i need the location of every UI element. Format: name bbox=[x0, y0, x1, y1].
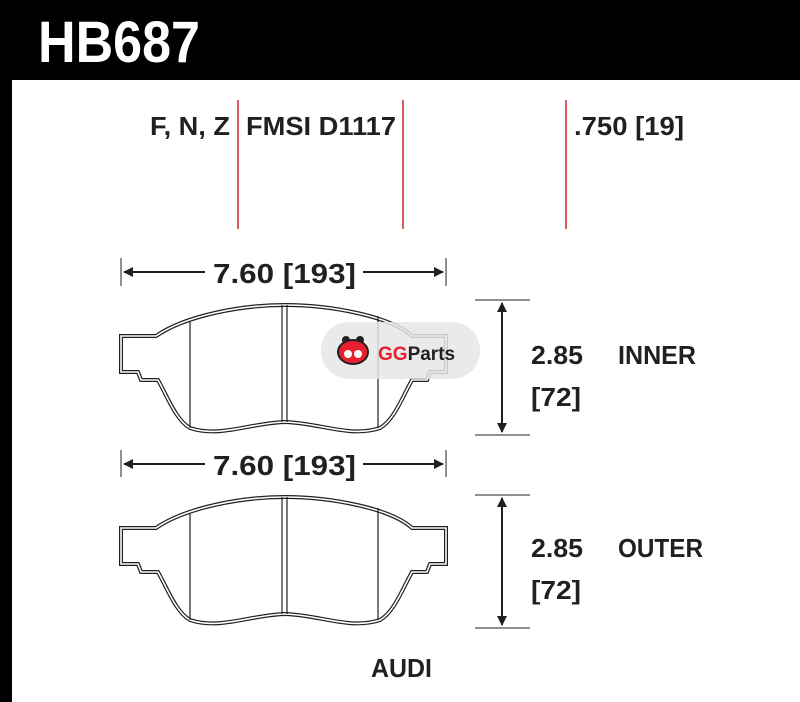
compound-codes: F, N, Z bbox=[150, 111, 230, 141]
right-border bbox=[798, 0, 800, 80]
fmsi-number: FMSI D1117 bbox=[246, 111, 396, 141]
ggparts-watermark: GGParts bbox=[321, 322, 480, 379]
spec-divider-lines bbox=[237, 100, 567, 229]
outer-width-label: 7.60 [193] bbox=[213, 450, 356, 481]
pad-thickness: .750 [19] bbox=[574, 111, 684, 141]
outer-height-in: 2.85 bbox=[531, 533, 583, 563]
outer-label: OUTER bbox=[618, 533, 703, 563]
inner-width-label: 7.60 [193] bbox=[213, 258, 356, 289]
vehicle-make: AUDI bbox=[371, 653, 432, 683]
inner-label: INNER bbox=[618, 340, 696, 370]
watermark-brand: GGParts bbox=[378, 344, 455, 365]
left-border bbox=[0, 0, 12, 702]
part-number-title: HB687 bbox=[38, 10, 200, 75]
inner-height-mm: [72] bbox=[531, 382, 581, 412]
header-bar bbox=[0, 0, 800, 80]
inner-pad-group: 7.60 [193] 2.85 [72] INNER bbox=[119, 258, 696, 436]
outer-pad-outline bbox=[119, 495, 448, 626]
outer-height-mm: [72] bbox=[531, 575, 581, 605]
outer-pad-group: 7.60 [193] 2.85 [72] OUTER bbox=[119, 450, 703, 629]
ggparts-logo-icon bbox=[337, 336, 369, 365]
inner-height-in: 2.85 bbox=[531, 340, 583, 370]
